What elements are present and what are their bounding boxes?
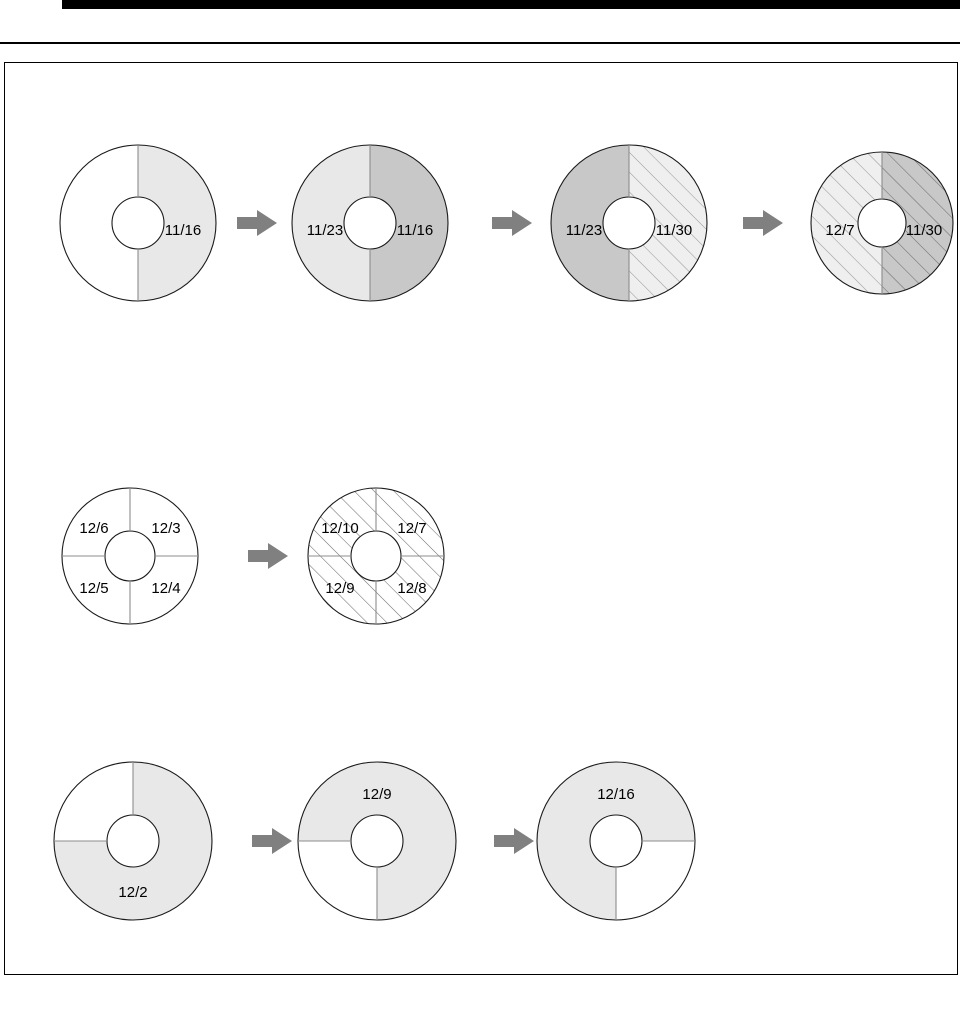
donut-segment[interactable] (308, 556, 376, 624)
flow-arrow-icon (492, 210, 532, 236)
donut-segment-label: 12/4 (151, 580, 180, 597)
donut-segment[interactable] (62, 556, 130, 624)
donut-segment-label: 11/30 (906, 222, 942, 239)
header-black-bar (62, 0, 960, 9)
donut-segment-label: 12/9 (325, 580, 354, 597)
flow-arrow-icon (252, 828, 292, 854)
donut-segment-label: 12/7 (825, 222, 854, 239)
donut-segment-label: 12/6 (79, 520, 108, 537)
donut-chart[interactable]: 11/23 11/16 (291, 144, 449, 302)
donut-segment-label: 11/23 (566, 222, 602, 239)
donut-segment[interactable] (811, 152, 882, 294)
donut-segment[interactable] (298, 841, 377, 920)
header-horizontal-rule (0, 42, 960, 44)
donut-segment[interactable] (537, 762, 695, 920)
donut-hole (857, 198, 907, 248)
donut-segment[interactable] (882, 152, 953, 294)
donut-chart[interactable]: 12/3 12/4 12/5 12/6 (61, 487, 199, 625)
donut-segment[interactable] (130, 488, 198, 556)
donut-hole (106, 814, 160, 868)
donut-segment[interactable] (54, 762, 212, 920)
donut-segment[interactable] (376, 488, 444, 556)
donut-segment-label: 11/23 (307, 222, 343, 239)
donut-segment[interactable] (130, 556, 198, 624)
donut-segment-label: 11/16 (165, 222, 201, 239)
donut-chart[interactable]: 12/7 11/30 (810, 151, 954, 295)
donut-segment-label: 12/16 (597, 786, 635, 803)
donut-segment[interactable] (298, 762, 456, 920)
donut-segment-label: 12/7 (397, 520, 426, 537)
donut-segment[interactable] (138, 145, 216, 301)
donut-chart[interactable]: 12/16 (536, 761, 696, 921)
donut-segment[interactable] (616, 841, 695, 920)
flow-arrow-icon (743, 210, 783, 236)
donut-chart[interactable]: 11/23 11/30 (550, 144, 708, 302)
donut-segment-label: 11/16 (397, 222, 433, 239)
donut-segment[interactable] (551, 145, 629, 301)
donut-hole (589, 814, 643, 868)
donut-segment-label: 12/9 (362, 786, 391, 803)
donut-row: 11/16 11/23 11/16 11/23 11/30 12/7 11/30 (59, 144, 954, 302)
donut-segment[interactable] (292, 145, 370, 301)
donut-segment[interactable] (60, 145, 138, 301)
donut-chart[interactable]: 12/9 (297, 761, 457, 921)
donut-chart[interactable]: 12/2 (53, 761, 213, 921)
donut-segment-label: 12/3 (151, 520, 180, 537)
donut-hole (104, 530, 156, 582)
donut-segment[interactable] (376, 556, 444, 624)
donut-chart[interactable]: 11/16 (59, 144, 217, 302)
flow-arrow-icon (494, 828, 534, 854)
donut-segment-label: 12/2 (118, 884, 147, 901)
donut-hole (602, 196, 656, 250)
donut-segment[interactable] (62, 488, 130, 556)
flow-arrow-icon (248, 543, 288, 569)
donut-hole (350, 530, 402, 582)
donut-row: 12/2 12/9 12/16 (53, 761, 696, 921)
donut-segment[interactable] (629, 145, 707, 301)
donut-chart[interactable]: 12/7 12/8 12/9 12/10 (307, 487, 445, 625)
donut-segment-label: 12/10 (321, 520, 359, 537)
donut-hole (111, 196, 165, 250)
donut-segment-label: 11/30 (656, 222, 692, 239)
flow-arrow-icon (237, 210, 277, 236)
donut-segment[interactable] (308, 488, 376, 556)
donut-segment-label: 12/5 (79, 580, 108, 597)
donut-hole (343, 196, 397, 250)
donut-segment-label: 12/8 (397, 580, 426, 597)
donut-segment[interactable] (370, 145, 448, 301)
donut-hole (350, 814, 404, 868)
donut-segment[interactable] (54, 762, 133, 841)
donut-row: 12/3 12/4 12/5 12/6 12/7 12/8 12/9 12/10 (61, 487, 445, 625)
